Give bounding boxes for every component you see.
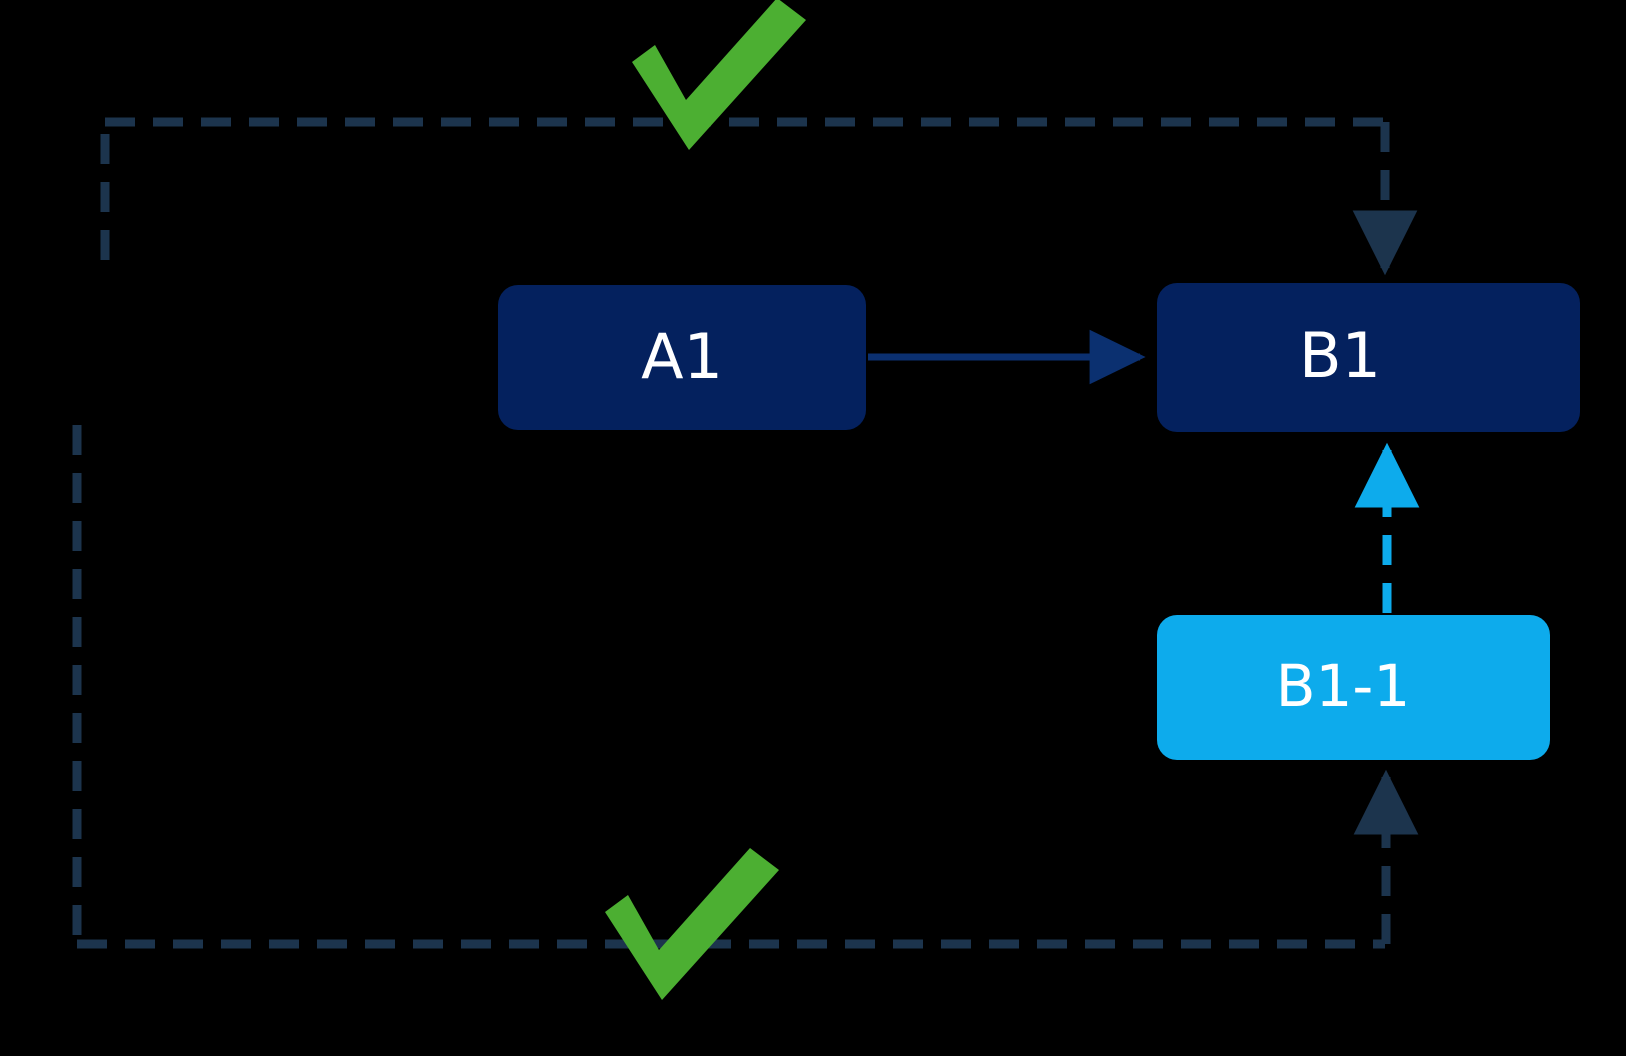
boundary-group [72,117,1385,949]
edge-group [868,122,1420,944]
node-a1-shape[interactable] [498,285,866,430]
marker-group [605,0,806,1000]
node-b1-1-label: B1-1 [1276,652,1411,720]
node-b1[interactable]: B1 [1157,283,1580,432]
node-group: A1 B1 B1-1 [498,283,1580,760]
check-icon-top [632,0,806,150]
node-b1-1[interactable]: B1-1 [1157,615,1550,760]
node-b1-label: B1 [1299,319,1381,392]
node-a1[interactable]: A1 [498,285,866,430]
node-a1-label: A1 [641,320,723,393]
node-b1-shape[interactable] [1157,283,1580,432]
node-b1-1-shape[interactable] [1157,615,1550,760]
check-icon-bottom [605,848,779,1000]
